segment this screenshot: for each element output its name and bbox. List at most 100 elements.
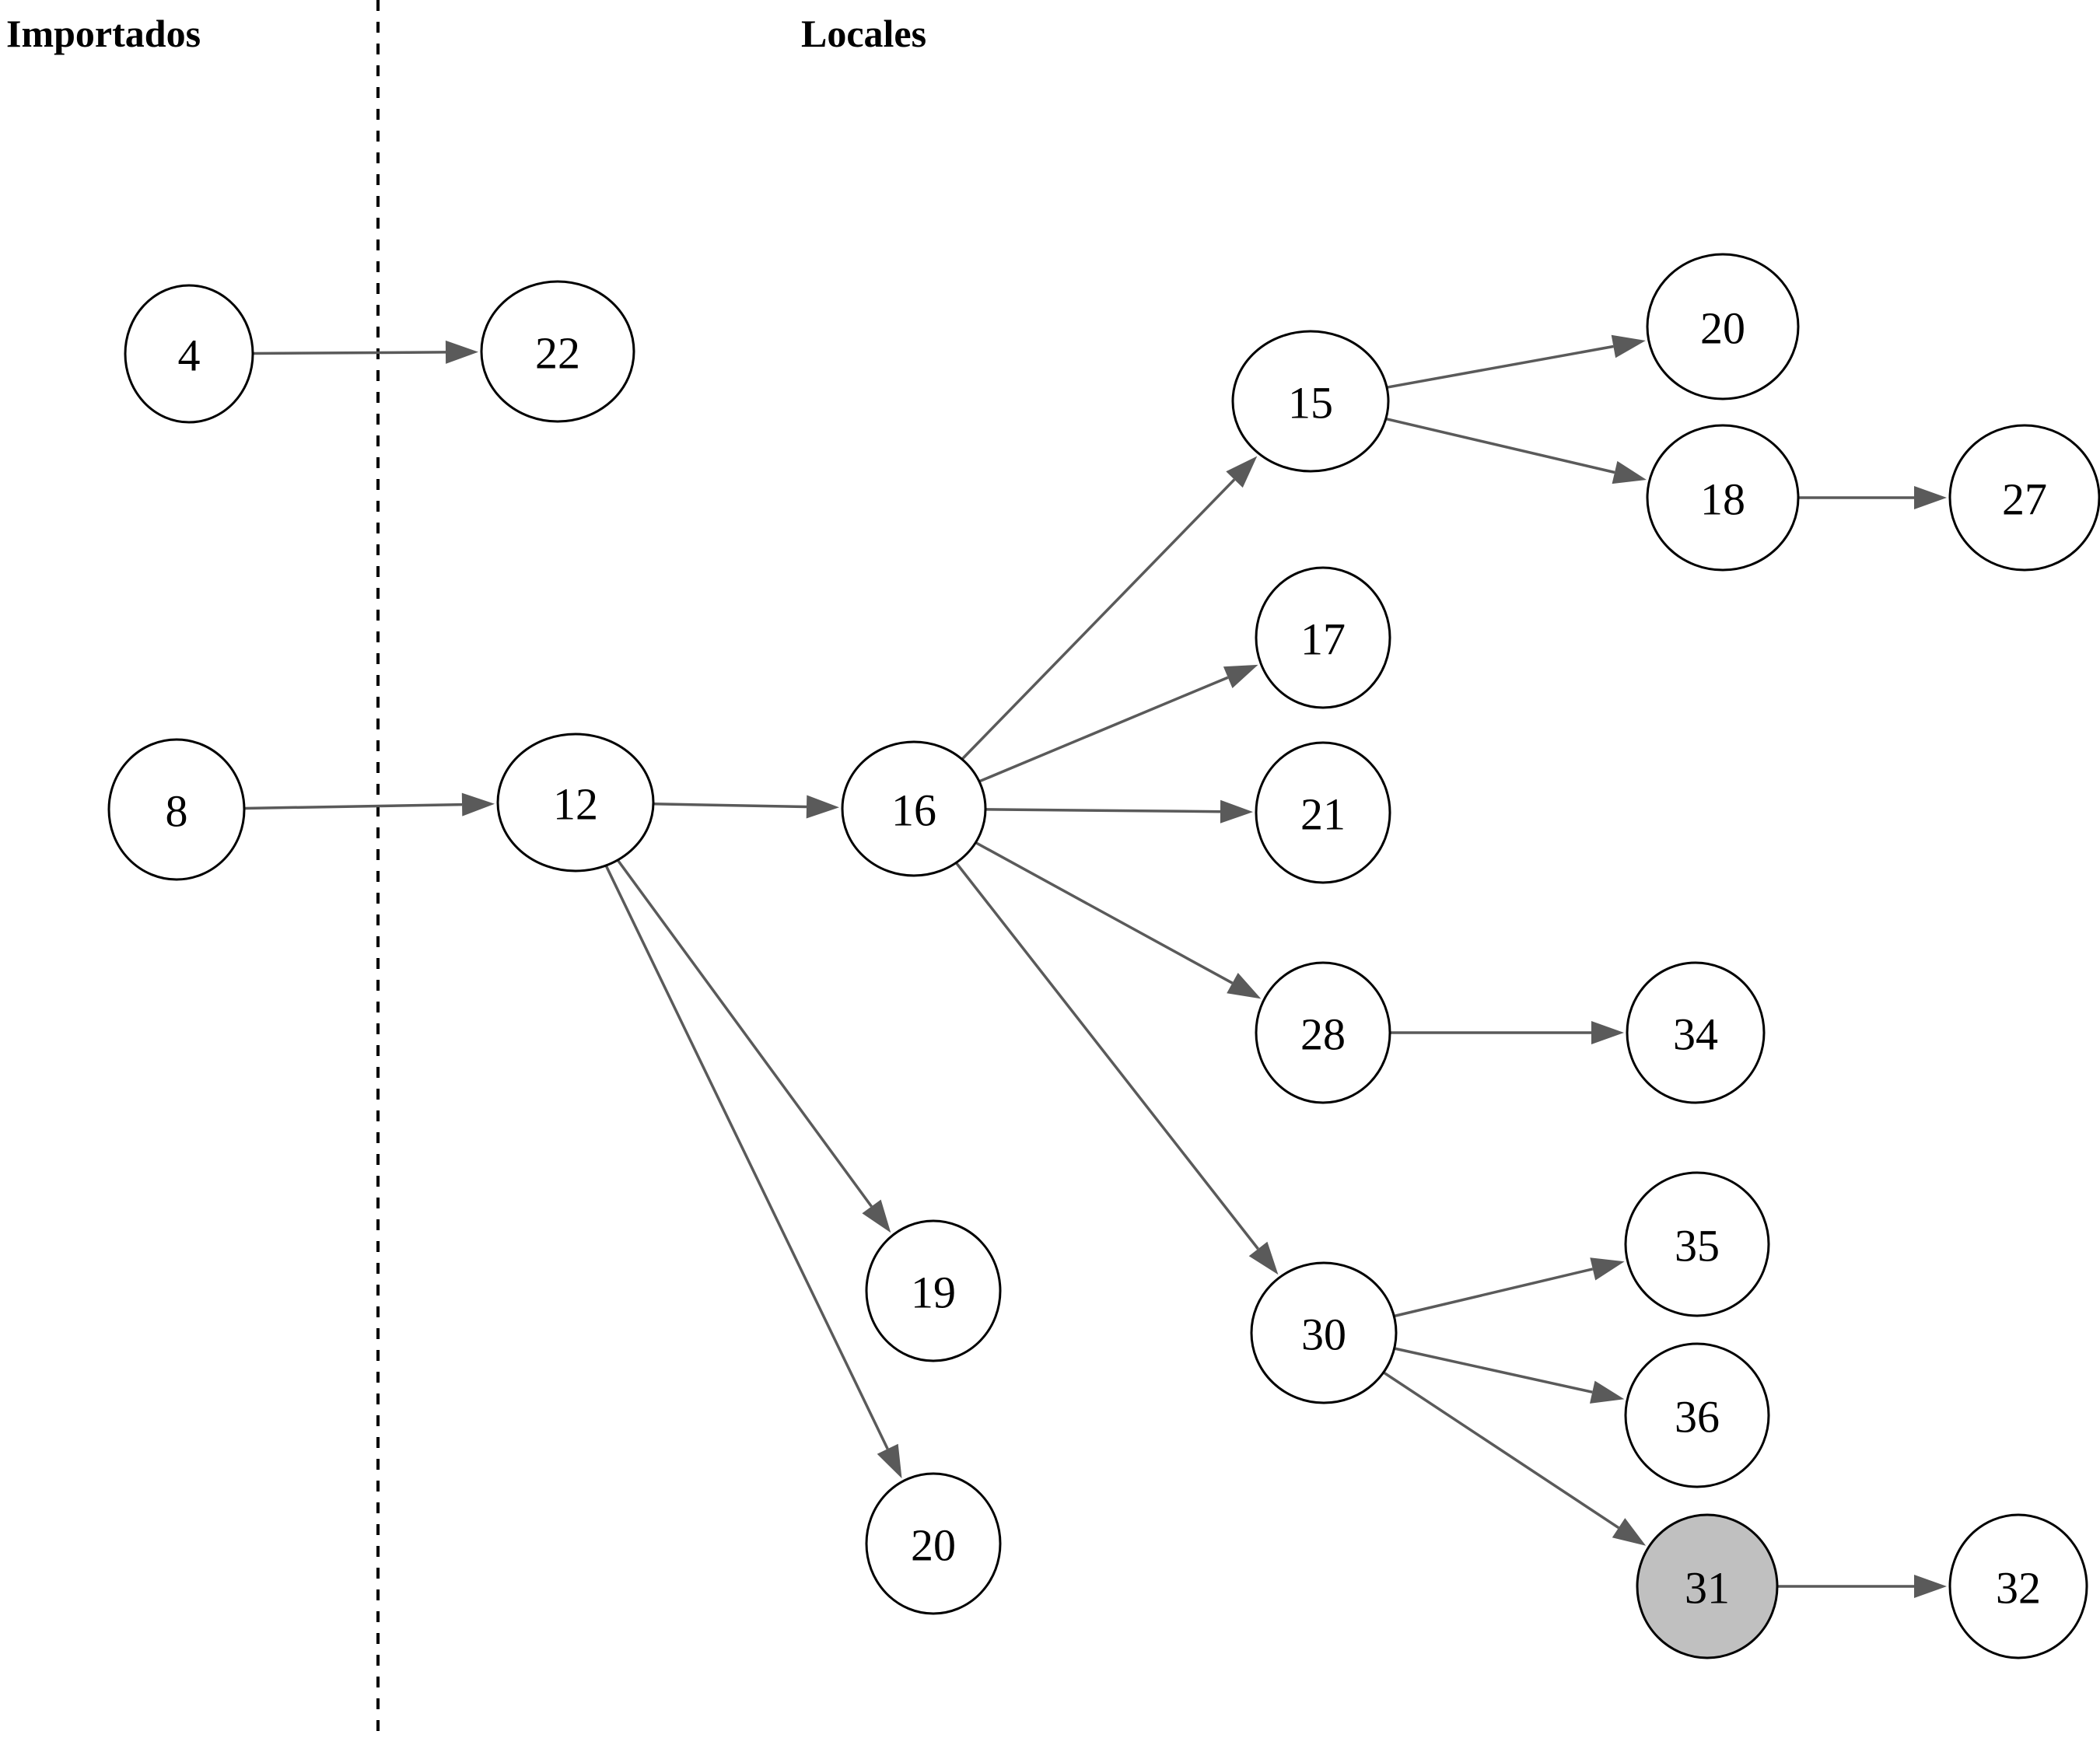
node-35[interactable]: 35 (1624, 1171, 1770, 1317)
node-label: 19 (911, 1268, 956, 1318)
node-label: 18 (1700, 474, 1745, 525)
arrow-head-icon (1611, 334, 1646, 358)
node-label: 34 (1673, 1009, 1718, 1060)
edge-line (961, 478, 1236, 761)
arrow-head-icon (1914, 1575, 1947, 1598)
node-ellipse[interactable] (480, 280, 635, 423)
node-22[interactable]: 22 (480, 280, 635, 423)
node-ellipse[interactable] (1948, 1513, 2088, 1659)
edge-line (954, 862, 1259, 1250)
node-ellipse[interactable] (1948, 424, 2100, 572)
node-ellipse[interactable] (1255, 741, 1391, 884)
node-36[interactable]: 36 (1624, 1342, 1770, 1488)
node-label: 31 (1685, 1563, 1730, 1614)
edge-30-to-31 (1382, 1371, 1647, 1546)
node-ellipse[interactable] (865, 1219, 1002, 1362)
section-header-importados: Importados (6, 12, 201, 55)
node-ellipse[interactable] (1624, 1342, 1770, 1488)
node-18[interactable]: 18 (1646, 424, 1800, 572)
edge-line (975, 841, 1234, 984)
node-label: 32 (1996, 1563, 2041, 1614)
node-ellipse[interactable] (865, 1472, 1002, 1615)
node-ellipse[interactable] (1626, 961, 1766, 1104)
edge-line (1382, 1371, 1620, 1530)
edge-16-to-15 (961, 456, 1258, 761)
edge-line (1386, 344, 1614, 389)
node-ellipse[interactable] (1250, 1261, 1398, 1404)
edge-30-to-36 (1394, 1347, 1625, 1404)
arrow-head-icon (1227, 973, 1262, 999)
node-label: 27 (2002, 474, 2047, 525)
arrow-head-icon (1612, 1518, 1647, 1546)
nodes-group: 4 22 8 12 16 15 20 18 27 17 21 28 34 19 20 30 35 36 31 32 (107, 253, 2100, 1659)
node-ellipse[interactable] (1255, 961, 1391, 1104)
node-27[interactable]: 27 (1948, 424, 2100, 572)
node-28[interactable]: 28 (1255, 961, 1391, 1104)
arrow-head-icon (877, 1443, 902, 1479)
edge-line (1394, 1347, 1593, 1394)
node-label: 20 (911, 1520, 956, 1571)
node-label: 35 (1675, 1221, 1720, 1271)
edge-16-to-21 (985, 799, 1253, 824)
edge-4-to-22 (252, 340, 478, 364)
arrow-head-icon (1226, 456, 1258, 488)
edge-18-to-27 (1798, 486, 1947, 509)
node-31-highlighted[interactable]: 31 (1636, 1513, 1779, 1659)
node-ellipse[interactable] (1255, 566, 1391, 709)
node-12[interactable]: 12 (496, 733, 655, 872)
node-label: 22 (535, 328, 580, 379)
edge-line (616, 859, 873, 1208)
edge-line (252, 351, 446, 355)
node-17[interactable]: 17 (1255, 566, 1391, 709)
node-32[interactable]: 32 (1948, 1513, 2088, 1659)
edge-line (985, 808, 1221, 813)
node-label: 28 (1300, 1009, 1346, 1060)
edge-16-to-30 (954, 862, 1279, 1275)
arrow-head-icon (1220, 799, 1253, 824)
section-header-locales: Locales (801, 12, 927, 55)
node-ellipse[interactable] (841, 740, 987, 877)
arrow-head-icon (1223, 664, 1258, 688)
node-21[interactable]: 21 (1255, 741, 1391, 884)
edge-12-to-19 (616, 859, 891, 1233)
node-ellipse[interactable] (1646, 253, 1800, 400)
arrow-head-icon (862, 1199, 891, 1233)
node-8[interactable]: 8 (107, 738, 246, 881)
node-label: 30 (1301, 1310, 1346, 1360)
edge-line (243, 803, 463, 810)
edge-line (1393, 1268, 1594, 1318)
arrow-head-icon (461, 792, 495, 817)
node-label: 17 (1300, 614, 1346, 665)
arrow-head-icon (1248, 1241, 1279, 1275)
node-20[interactable]: 20 (865, 1472, 1002, 1615)
node-34[interactable]: 34 (1626, 961, 1766, 1104)
edge-31-to-32 (1777, 1575, 1947, 1598)
node-ellipse[interactable] (107, 738, 246, 881)
node-label: 16 (891, 785, 936, 836)
node-15[interactable]: 15 (1231, 330, 1390, 473)
node-30[interactable]: 30 (1250, 1261, 1398, 1404)
node-ellipse[interactable] (124, 284, 254, 424)
edge-16-to-28 (975, 841, 1262, 999)
node-ellipse[interactable] (1636, 1513, 1779, 1659)
arrow-head-icon (806, 795, 839, 819)
arrow-head-icon (1914, 486, 1947, 509)
edge-12-to-16 (653, 795, 839, 819)
edge-15-to-18 (1385, 417, 1647, 484)
node-label: 8 (166, 786, 188, 837)
node-label: 20 (1700, 303, 1745, 354)
node-19[interactable]: 19 (865, 1219, 1002, 1362)
edge-16-to-17 (978, 664, 1258, 783)
arrow-head-icon (1590, 1257, 1625, 1281)
node-ellipse[interactable] (1231, 330, 1390, 473)
arrow-head-icon (1590, 1380, 1625, 1404)
edge-line (1385, 417, 1615, 474)
node-16[interactable]: 16 (841, 740, 987, 877)
node-ellipse[interactable] (1624, 1171, 1770, 1317)
node-ellipse[interactable] (1646, 424, 1800, 572)
node-ellipse[interactable] (496, 733, 655, 872)
node-20[interactable]: 20 (1646, 253, 1800, 400)
node-4[interactable]: 4 (124, 284, 254, 424)
